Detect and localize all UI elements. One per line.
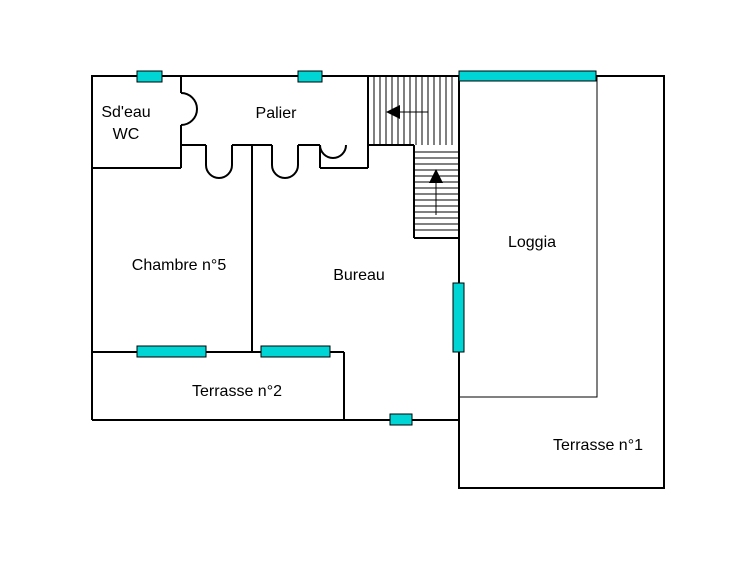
label-loggia: Loggia (508, 234, 556, 251)
window-bureau-loggia (452, 282, 465, 353)
door-swing-bureau-2 (319, 144, 347, 159)
label-palier: Palier (256, 105, 298, 122)
door-swing-sdeau (180, 92, 198, 126)
room-labels: Sd'eau WC Palier Chambre n°5 Bureau Logg… (101, 104, 643, 454)
window-bureau-terrasse (260, 345, 331, 358)
window-chambre (136, 345, 207, 358)
label-sdeau: Sd'eau (101, 104, 150, 121)
window-loggia-top (458, 70, 597, 82)
door-swings (180, 92, 347, 179)
door-swing-bureau-1 (271, 164, 299, 179)
label-terrasse-2: Terrasse n°2 (192, 383, 282, 400)
window-palier (297, 70, 323, 83)
label-terrasse-1: Terrasse n°1 (553, 437, 643, 454)
stair-arrow-up-icon (429, 169, 443, 183)
stair-arrow-left-icon (386, 105, 400, 119)
label-wc: WC (113, 126, 140, 143)
label-bureau: Bureau (333, 267, 385, 284)
window-sdeau (136, 70, 163, 83)
interior-walls (92, 76, 460, 421)
window-bureau-bottom (389, 413, 413, 426)
label-chambre-5: Chambre n°5 (132, 257, 227, 274)
door-swing-chambre (205, 164, 233, 179)
staircase (367, 76, 459, 231)
windows (136, 70, 597, 426)
